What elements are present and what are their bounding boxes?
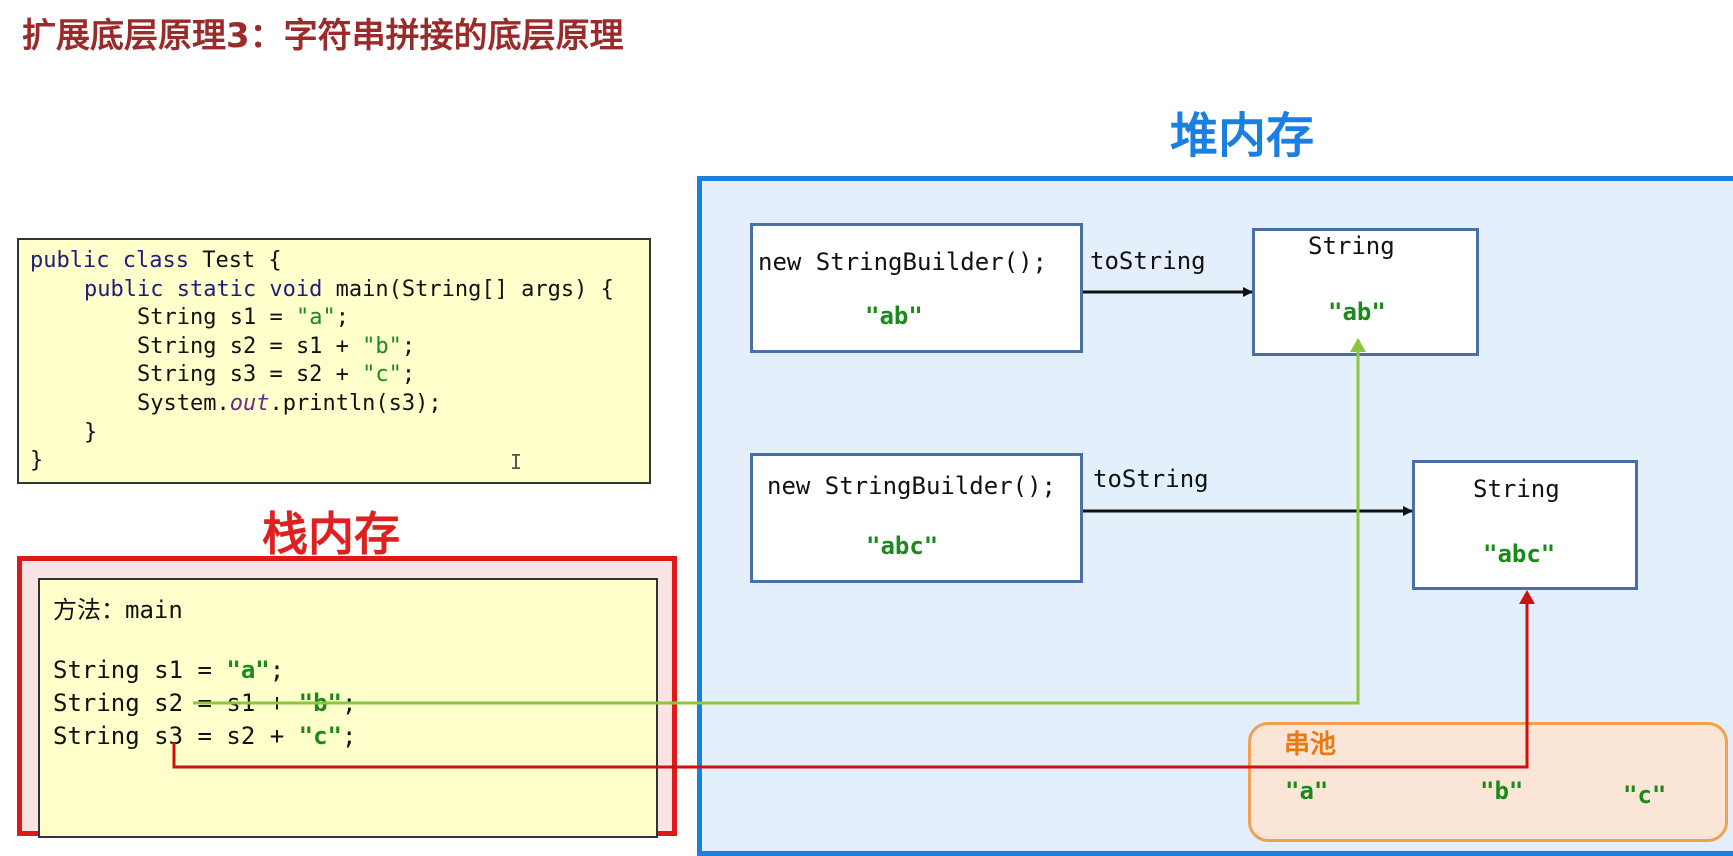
method-label: 方法：main	[53, 596, 183, 624]
code-string-literal: "b"	[362, 334, 402, 359]
tostring-label-2: toString	[1093, 465, 1209, 493]
heap-memory-title: 堆内存	[1170, 108, 1315, 164]
stringbuilder-object-1	[750, 223, 1083, 353]
stringbuilder-value-2: "abc"	[866, 532, 939, 560]
stack-var-s3: String s3 = s2 + "c";	[53, 722, 356, 750]
stringbuilder-object-2	[750, 453, 1083, 583]
string-type-label-2: String	[1473, 475, 1560, 503]
main-method-frame	[38, 578, 658, 838]
code-line-3: String s1 = "a";	[137, 305, 349, 330]
stack-text: ;	[269, 656, 285, 684]
code-text: String s2 = s1 +	[137, 334, 363, 359]
code-text: ;	[401, 334, 416, 359]
code-text: .println(s3);	[269, 391, 442, 416]
code-line-1: public class Test {	[30, 248, 282, 273]
code-line-7: }	[84, 420, 98, 445]
string-object-abc	[1412, 460, 1638, 590]
pool-item-b: "b"	[1480, 777, 1524, 805]
s2-arrow-head	[1350, 338, 1366, 352]
code-text: ;	[401, 362, 416, 387]
string-value-ab: "ab"	[1328, 298, 1386, 326]
stack-text: String s3 = s2 +	[53, 722, 299, 750]
code-line-5: String s3 = s2 + "c";	[137, 362, 415, 387]
code-line-6: System.out.println(s3);	[137, 391, 442, 416]
code-text: Test {	[188, 248, 282, 273]
stack-var-s1: String s1 = "a";	[53, 656, 284, 684]
string-pool-label: 串池	[1284, 730, 1337, 760]
string-type-label-1: String	[1308, 232, 1395, 260]
pool-item-a: "a"	[1285, 777, 1329, 805]
stack-text: ;	[342, 722, 357, 750]
code-line-4: String s2 = s1 + "b";	[137, 334, 415, 359]
code-text: ;	[335, 305, 349, 330]
stack-text: String s2 = s1 +	[53, 689, 299, 717]
stringbuilder-label-1: new StringBuilder();	[758, 248, 1047, 276]
s3-reference-arrow	[172, 600, 1529, 769]
stringbuilder-value-1: "ab"	[865, 302, 923, 330]
s3-arrow-head	[1519, 590, 1535, 604]
code-string-literal: "c"	[362, 362, 402, 387]
stack-text: String s1 =	[53, 656, 227, 684]
s2-reference-arrow	[193, 340, 1360, 705]
string-object-ab	[1252, 228, 1479, 356]
reference-arrows	[172, 287, 1535, 769]
code-string-literal: "a"	[295, 305, 336, 330]
code-line-8: }	[30, 448, 44, 473]
code-line-2: public static void main(String[] args) {	[84, 277, 614, 302]
string-value-abc: "abc"	[1483, 540, 1556, 568]
stack-var-s2: String s2 = s1 + "b";	[53, 689, 356, 717]
stack-string-literal: "c"	[298, 722, 342, 750]
tostring-label-1: toString	[1090, 247, 1206, 275]
code-italic-field: out	[229, 391, 270, 416]
pool-item-c: "c"	[1623, 781, 1667, 809]
code-text: main(String[] args) {	[322, 277, 614, 302]
code-keyword: public class	[30, 248, 189, 273]
stack-memory-title: 栈内存	[262, 507, 400, 561]
code-keyword: public static void	[84, 277, 323, 302]
source-code-box	[17, 238, 651, 484]
code-text: System.	[137, 391, 230, 416]
stringbuilder-label-2: new StringBuilder();	[767, 472, 1056, 500]
stack-string-literal: "a"	[226, 656, 270, 684]
code-text: String s3 = s2 +	[137, 362, 363, 387]
text-cursor-icon: I	[510, 450, 523, 474]
code-text: String s1 =	[137, 305, 296, 330]
slide-title: 扩展底层原理3：字符串拼接的底层原理	[22, 16, 624, 56]
